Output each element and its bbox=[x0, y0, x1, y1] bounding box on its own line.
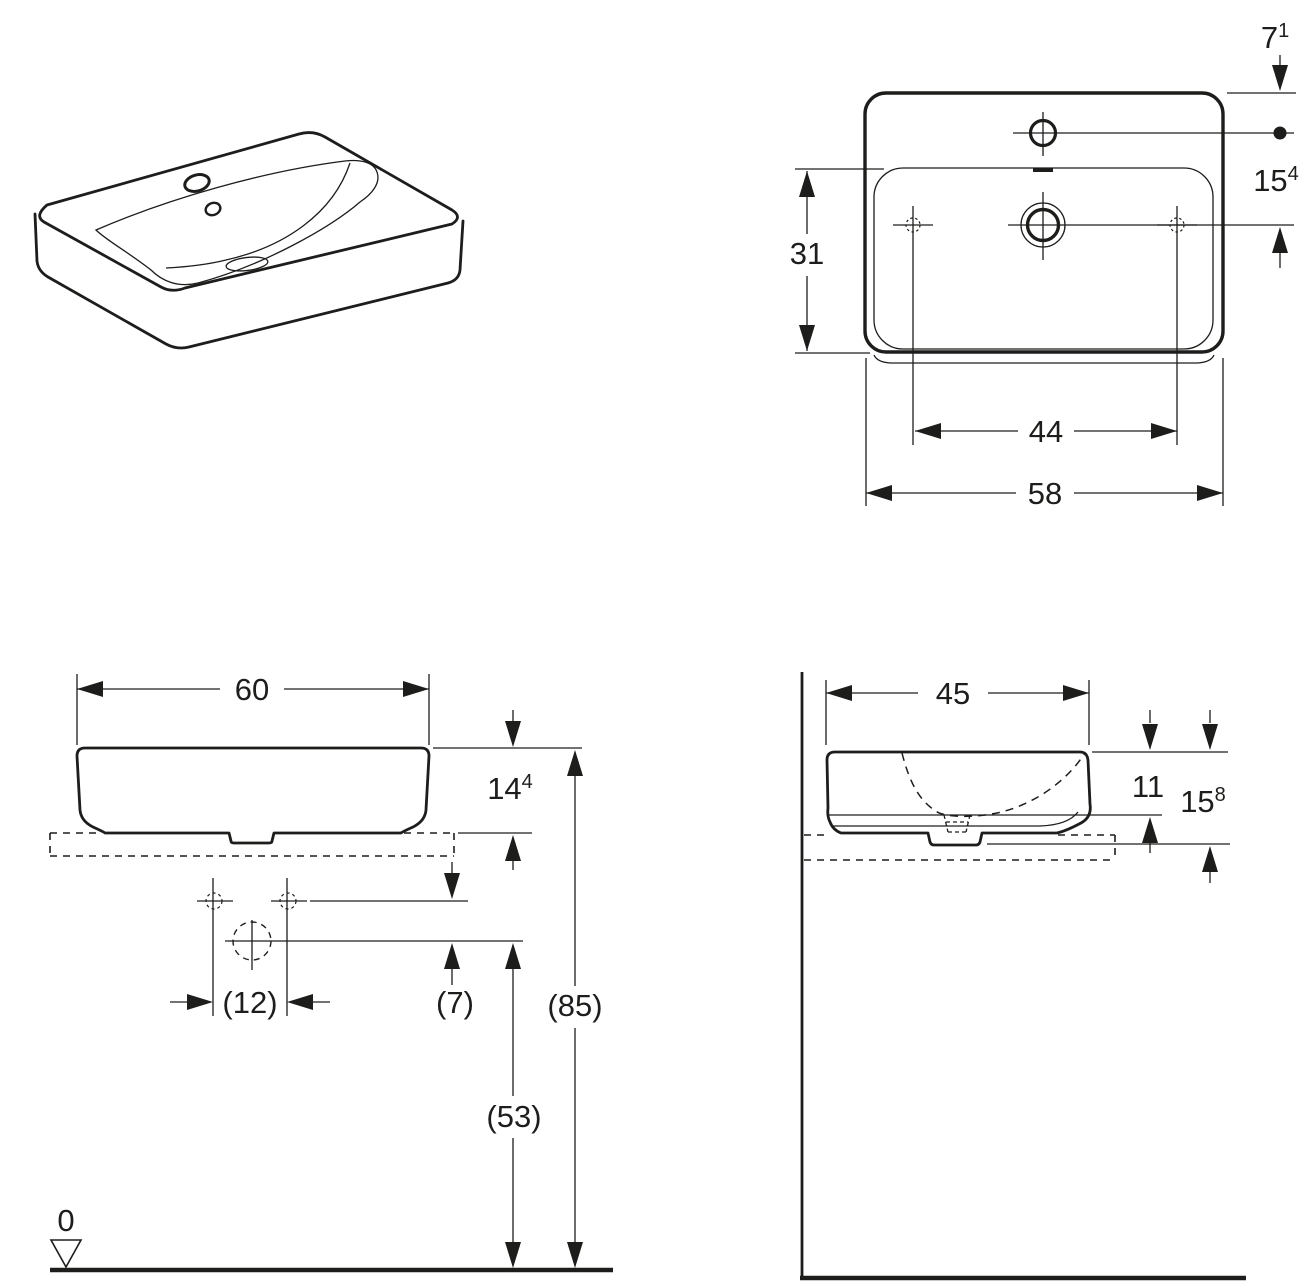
arrowhead bbox=[1063, 685, 1089, 701]
arrowhead bbox=[866, 485, 892, 501]
arrowhead bbox=[444, 943, 460, 969]
tap-hole bbox=[183, 173, 211, 193]
dimension-overall-width: 58 bbox=[865, 358, 1224, 511]
dimension-rim-height: (85) bbox=[547, 750, 603, 1268]
arrowhead bbox=[1142, 817, 1158, 843]
right-hole-crosshair bbox=[1157, 206, 1197, 445]
arrowhead bbox=[799, 325, 815, 351]
basin-rim-outline bbox=[38, 131, 459, 292]
tap-hole-symbol bbox=[1013, 112, 1073, 156]
arrowhead bbox=[1151, 423, 1177, 439]
dim-label-15-4: 154 bbox=[1253, 163, 1299, 198]
basin-inner-curve bbox=[165, 162, 351, 269]
arrowhead bbox=[505, 1242, 521, 1268]
arrowhead bbox=[505, 835, 521, 861]
bowl-interior-dashed bbox=[901, 752, 1086, 818]
drain-symbol bbox=[1008, 192, 1078, 260]
drain-outline bbox=[225, 256, 269, 272]
arrowhead bbox=[915, 423, 941, 439]
arrowhead bbox=[505, 943, 521, 969]
dim-label-11: 11 bbox=[1132, 769, 1164, 804]
dim-label-60: 60 bbox=[235, 672, 269, 707]
dim-label-53p: (53) bbox=[486, 1099, 541, 1134]
countertop-dashed-outline bbox=[49, 832, 455, 857]
dimension-overall-width-front: 60 bbox=[76, 672, 430, 745]
countertop-dashed-side bbox=[804, 834, 1116, 861]
overflow-hole bbox=[204, 201, 222, 217]
arrowhead bbox=[1142, 724, 1158, 750]
dimension-side-holes-spacing: 44 bbox=[915, 414, 1177, 449]
arrowhead bbox=[826, 685, 852, 701]
drain-funnel-dashed bbox=[943, 814, 971, 833]
dimension-overall-depth: 45 bbox=[825, 676, 1090, 745]
dimension-basin-height: 144 bbox=[433, 710, 582, 870]
rim-outline bbox=[863, 91, 1225, 354]
tap-reference-line bbox=[1073, 126, 1294, 140]
dim-label-31: 31 bbox=[790, 236, 824, 271]
right-supply-crosshair bbox=[271, 878, 307, 1016]
arrowhead bbox=[444, 873, 460, 899]
datum-symbol: 0 bbox=[49, 1203, 83, 1269]
foot-lip-line bbox=[832, 811, 1079, 827]
arrowhead bbox=[1272, 227, 1288, 253]
arrowhead bbox=[287, 994, 313, 1010]
dim-label-85p: (85) bbox=[547, 988, 602, 1023]
arrowhead bbox=[1202, 846, 1218, 872]
basin-bowl-edge bbox=[94, 159, 379, 286]
drain-pipe-symbol bbox=[232, 920, 272, 970]
dim-label-12p: (12) bbox=[222, 985, 277, 1020]
arrowhead bbox=[567, 750, 583, 776]
dimension-rim-to-base: 158 bbox=[987, 710, 1230, 883]
left-hole-crosshair bbox=[893, 206, 933, 445]
arrowhead bbox=[567, 1242, 583, 1268]
front-view: 60 144 bbox=[49, 672, 613, 1273]
basin-side-profile bbox=[825, 750, 1092, 847]
isometric-view bbox=[33, 131, 465, 350]
arrowhead bbox=[505, 721, 521, 747]
dimension-bowl-depth: 31 bbox=[790, 168, 884, 354]
dim-label-45: 45 bbox=[936, 676, 970, 711]
dimension-rim-to-overflow: 11 bbox=[1092, 710, 1228, 853]
dim-label-7-1: 71 bbox=[1261, 20, 1289, 55]
side-view: 45 11 bbox=[800, 672, 1246, 1281]
dim-label-15-8: 158 bbox=[1180, 784, 1226, 819]
left-supply-crosshair bbox=[197, 878, 233, 1016]
basin-front-profile bbox=[75, 746, 431, 845]
front-lip-line bbox=[873, 354, 1215, 364]
dim-label-14-4: 144 bbox=[487, 771, 533, 806]
arrowhead bbox=[403, 681, 429, 697]
dim-label-58: 58 bbox=[1028, 476, 1062, 511]
dim-label-7p: (7) bbox=[436, 985, 474, 1020]
datum-label-0: 0 bbox=[57, 1203, 74, 1238]
dimension-supply-to-drain: (7) bbox=[225, 862, 523, 1020]
arrowhead bbox=[1272, 65, 1288, 91]
arrowhead bbox=[187, 994, 213, 1010]
reference-dot bbox=[1273, 126, 1287, 140]
dimension-drain-outlet-height: (53) bbox=[486, 943, 542, 1268]
basin-body-outline bbox=[33, 212, 465, 350]
arrowhead bbox=[77, 681, 103, 697]
dimension-tap-to-drain: 154 bbox=[1078, 163, 1299, 268]
top-view: 71 154 31 44 bbox=[790, 20, 1299, 511]
dimension-rear-edge-to-tap: 71 bbox=[1227, 20, 1296, 94]
dim-label-44: 44 bbox=[1029, 414, 1063, 449]
arrowhead bbox=[1197, 485, 1223, 501]
arrowhead bbox=[799, 171, 815, 197]
arrowhead bbox=[1202, 724, 1218, 750]
dimension-supply-spacing: (12) bbox=[170, 985, 330, 1020]
